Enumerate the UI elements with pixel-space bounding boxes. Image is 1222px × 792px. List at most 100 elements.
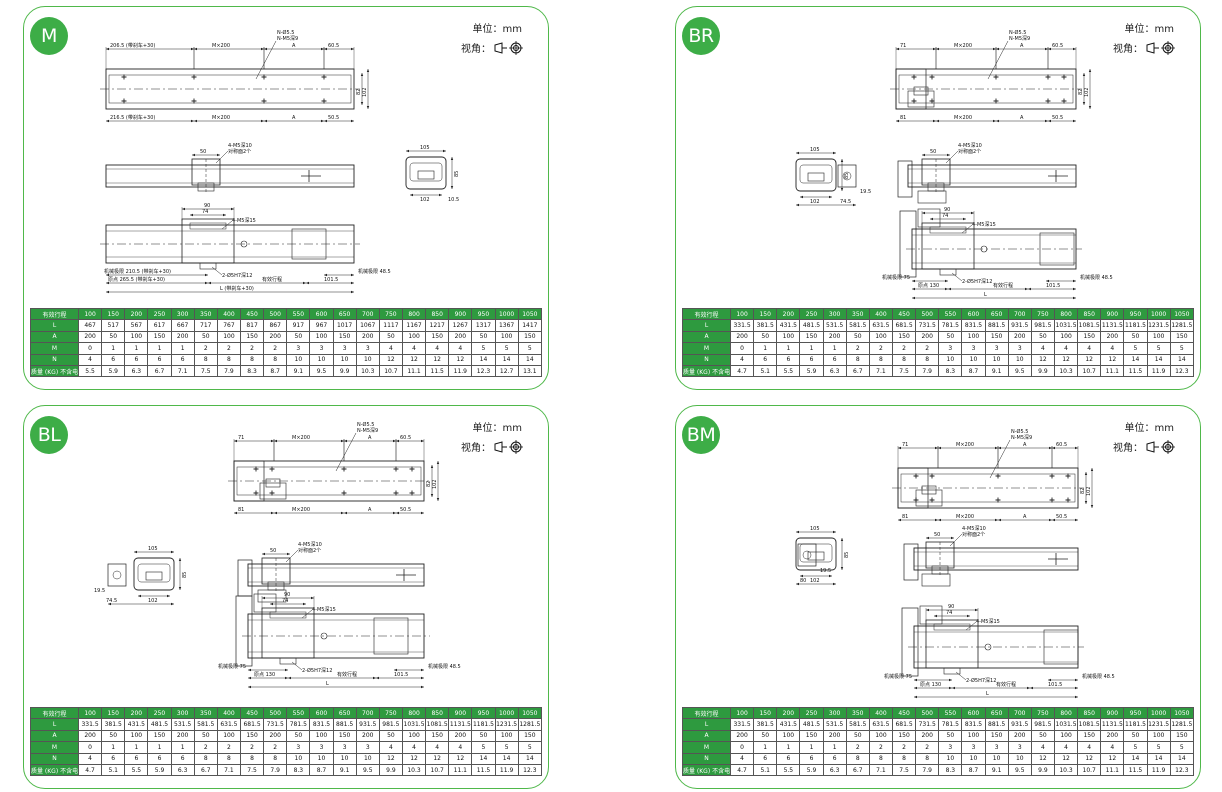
table-cell: 981.5 bbox=[1030, 718, 1055, 731]
table-header-cell: 650 bbox=[984, 307, 1009, 321]
table-cell: 4 bbox=[1100, 741, 1125, 754]
table-cell: 731.5 bbox=[915, 718, 940, 731]
table-cell: 3 bbox=[332, 741, 357, 754]
table-cell: 6 bbox=[822, 752, 847, 765]
table-cell: 200 bbox=[1100, 330, 1125, 344]
table-cell: 4 bbox=[1100, 342, 1125, 355]
mech-limit-right: 机械极限 48.5 bbox=[1080, 274, 1113, 281]
table-cell: 200 bbox=[1007, 729, 1032, 743]
table-cell: 6 bbox=[170, 353, 195, 366]
table-header-cell: 850 bbox=[425, 307, 450, 321]
unit-label: 单位：mm bbox=[472, 24, 522, 35]
table-cell: 381.5 bbox=[753, 319, 778, 332]
table-cell: 1 bbox=[124, 741, 149, 754]
table-cell: 200 bbox=[170, 729, 195, 743]
table-header-cell: 750 bbox=[378, 307, 403, 321]
table-cell: 617 bbox=[147, 319, 172, 332]
pin-callout: 2-Ø5H7深12 bbox=[962, 278, 992, 285]
dim-bot-m: M×200 bbox=[292, 507, 310, 513]
dim-end-85: 85 bbox=[844, 173, 850, 179]
table-header-cell: 100 bbox=[729, 307, 755, 321]
table-cell: 12 bbox=[448, 353, 473, 366]
table-cell: 12.3 bbox=[1169, 364, 1195, 378]
table-cell: 631.5 bbox=[868, 718, 893, 731]
table-cell: 50 bbox=[845, 729, 870, 743]
table-cell: 4 bbox=[378, 741, 403, 754]
table-header-cell: 350 bbox=[193, 706, 218, 720]
table-cell: 50 bbox=[845, 330, 870, 344]
table-cell: 4 bbox=[425, 741, 450, 754]
table-cell: 9.9 bbox=[332, 364, 357, 378]
dim-top-left: 71 bbox=[902, 442, 908, 448]
table-cell: 4 bbox=[1030, 342, 1055, 355]
table-header-cell: 250 bbox=[147, 706, 172, 720]
table-cell: 1 bbox=[101, 741, 126, 754]
table-cell: 10 bbox=[309, 752, 334, 765]
table-cell: 1 bbox=[753, 342, 778, 355]
table-cell: 1181.5 bbox=[1123, 718, 1148, 731]
table-cell: 4 bbox=[1053, 741, 1079, 754]
unit-label: 单位：mm bbox=[1124, 423, 1174, 434]
table-cell: 200 bbox=[170, 330, 195, 344]
carriage-tap-callout: 4-M5深15 bbox=[312, 606, 336, 613]
table-cell: 1167 bbox=[401, 319, 427, 332]
table-cell: 5.5 bbox=[776, 763, 801, 777]
table-cell: 8 bbox=[216, 353, 241, 366]
dim-c-74: 74 bbox=[282, 598, 288, 604]
table-header-cell: 850 bbox=[1077, 706, 1102, 720]
table-cell: 150 bbox=[1077, 729, 1102, 743]
table-cell: 1031.5 bbox=[401, 718, 427, 731]
dim-bot-a: A bbox=[1023, 514, 1027, 520]
table-row-label: M bbox=[682, 342, 731, 355]
table-cell: 6 bbox=[147, 752, 172, 765]
dim-end-105: 105 bbox=[810, 526, 820, 532]
table-cell: 150 bbox=[1169, 729, 1195, 743]
table-cell: 8 bbox=[845, 353, 870, 366]
table-cell: 2 bbox=[263, 741, 288, 754]
dim-height-82: 82 bbox=[356, 89, 362, 95]
table-cell: 7.1 bbox=[170, 364, 195, 378]
dim-side-50: 50 bbox=[200, 149, 206, 155]
table-cell: 2 bbox=[915, 342, 940, 355]
table-cell: 4 bbox=[425, 342, 450, 355]
table-cell: 8.7 bbox=[961, 364, 986, 378]
view-label: 视角： bbox=[1113, 443, 1143, 454]
table-cell: 4 bbox=[401, 741, 427, 754]
table-header-cell: 600 bbox=[309, 706, 334, 720]
table-cell: 4 bbox=[1077, 342, 1102, 355]
dim-top-right: 60.5 bbox=[1056, 442, 1067, 448]
dim-end-105: 105 bbox=[810, 147, 820, 153]
table-cell: 3 bbox=[961, 741, 986, 754]
table-cell: 150 bbox=[425, 729, 450, 743]
table-cell: 2 bbox=[891, 741, 917, 754]
table-cell: 14 bbox=[1123, 752, 1148, 765]
table-cell: 1031.5 bbox=[1053, 319, 1079, 332]
table-cell: 5.1 bbox=[753, 364, 778, 378]
model-badge: BL bbox=[30, 416, 68, 454]
table-cell: 1 bbox=[799, 741, 824, 754]
projection-symbol-icon bbox=[1146, 40, 1175, 55]
table-header-cell: 750 bbox=[378, 706, 403, 720]
table-cell: 5.1 bbox=[753, 763, 778, 777]
hole-callout-1: N-Ø5.5 bbox=[1011, 428, 1028, 435]
dim-c-90: 90 bbox=[948, 604, 954, 610]
table-cell: 11.9 bbox=[1146, 763, 1171, 777]
dim-end-102: 102 bbox=[810, 199, 820, 205]
table-cell: 681.5 bbox=[239, 718, 265, 731]
table-cell: 14 bbox=[1169, 353, 1195, 366]
table-cell: 1 bbox=[147, 342, 172, 355]
table-header-cell: 200 bbox=[124, 307, 149, 321]
table-cell: 4 bbox=[448, 342, 473, 355]
dim-top-right: 60.5 bbox=[1052, 43, 1063, 49]
table-cell: 767 bbox=[216, 319, 241, 332]
table-header-cell: 550 bbox=[938, 706, 963, 720]
dim-end-102: 102 bbox=[810, 578, 820, 584]
table-cell: 1317 bbox=[471, 319, 496, 332]
